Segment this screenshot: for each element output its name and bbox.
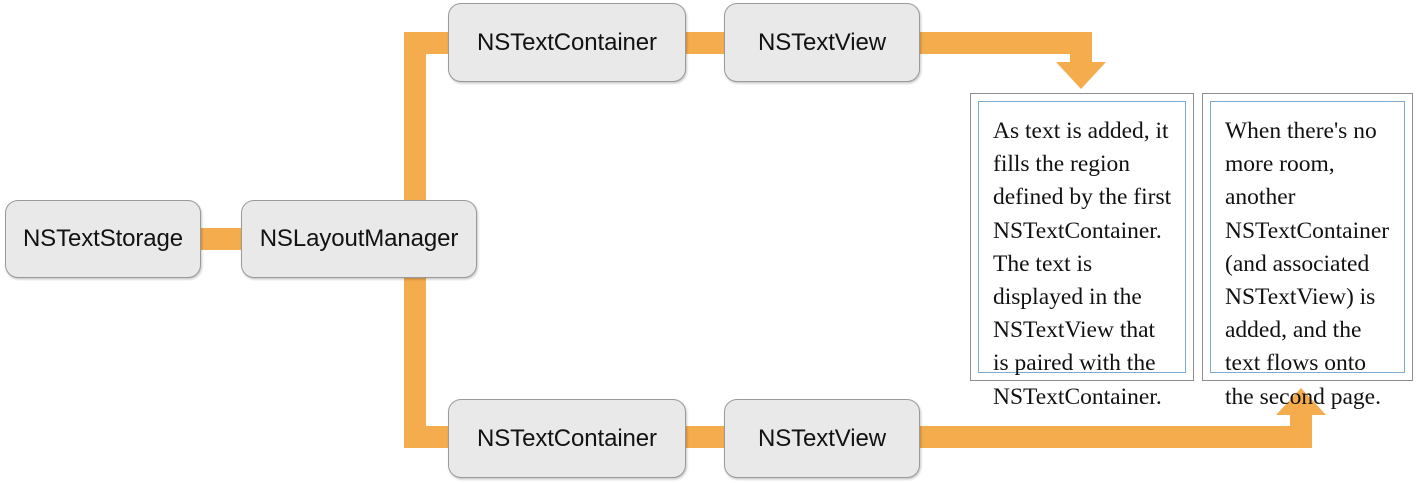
connector-textview-top-to-page-horizontal — [912, 32, 1092, 54]
node-nstextcontainer-top[interactable]: NSTextContainer — [448, 3, 686, 82]
node-nstextview-top-label: NSTextView — [758, 28, 886, 56]
arrowhead-down-to-first-page — [1056, 62, 1106, 89]
page-panel-first-inner: As text is added, it fills the region de… — [978, 101, 1186, 410]
page-panel-second-inner: When there's no more room, another NSTex… — [1210, 101, 1405, 410]
connector-container-to-textview-top — [678, 32, 734, 54]
node-nstextcontainer-bottom-label: NSTextContainer — [477, 424, 657, 452]
connector-textview-bottom-to-page-horizontal — [912, 426, 1312, 448]
page-panel-second-text: When there's no more room, another NSTex… — [1225, 118, 1390, 410]
connector-textview-top-to-page-vertical — [1070, 32, 1092, 64]
node-nstextview-bottom-label: NSTextView — [758, 424, 886, 452]
page-panel-first[interactable]: As text is added, it fills the region de… — [970, 93, 1194, 410]
connector-storage-to-layoutmanager — [196, 228, 250, 250]
node-nstextcontainer-bottom[interactable]: NSTextContainer — [448, 399, 686, 478]
page-panel-second[interactable]: When there's no more room, another NSTex… — [1202, 93, 1413, 410]
node-nstextview-top[interactable]: NSTextView — [724, 3, 920, 82]
connector-container-to-textview-bottom — [678, 426, 734, 448]
node-nslayoutmanager[interactable]: NSLayoutManager — [241, 200, 477, 278]
node-nstextview-bottom[interactable]: NSTextView — [724, 399, 920, 478]
node-nstextstorage[interactable]: NSTextStorage — [5, 200, 201, 278]
node-nstextstorage-label: NSTextStorage — [22, 225, 184, 252]
node-nstextcontainer-top-label: NSTextContainer — [477, 28, 657, 56]
arrowhead-up-to-second-page — [1276, 388, 1326, 415]
node-nslayoutmanager-label: NSLayoutManager — [259, 225, 459, 252]
connector-textview-bottom-to-page-vertical — [1290, 414, 1312, 448]
page-panel-first-text: As text is added, it fills the region de… — [993, 118, 1172, 410]
